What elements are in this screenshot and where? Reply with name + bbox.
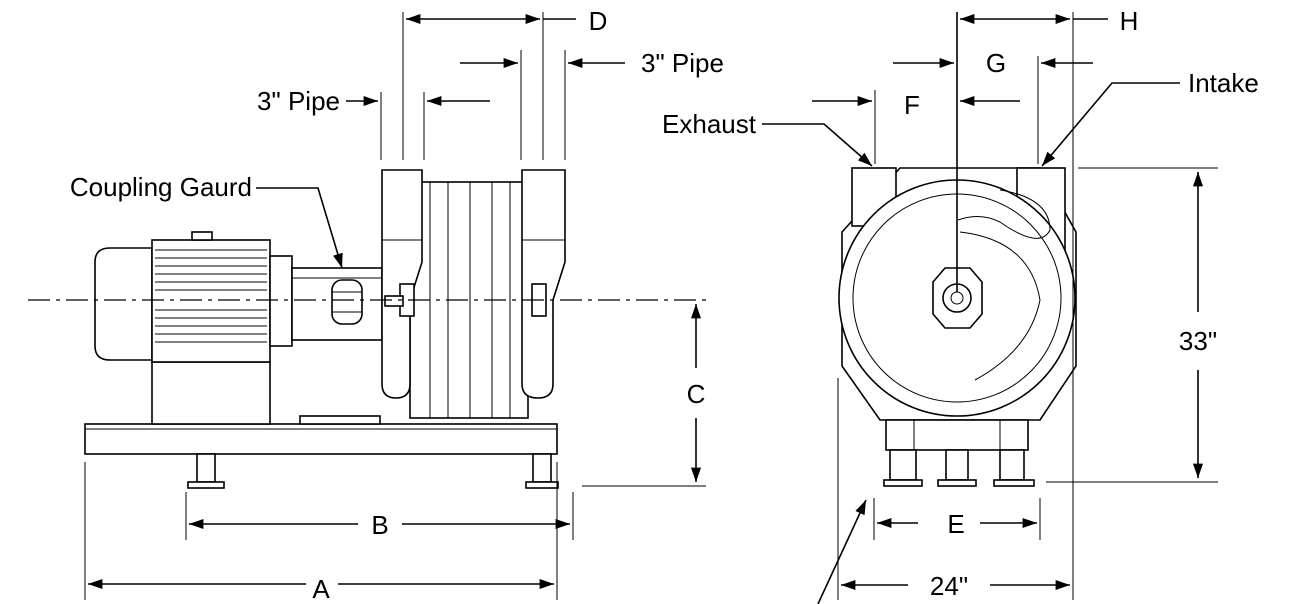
end-view: [838, 12, 1077, 487]
dim-a-label: A: [312, 574, 330, 604]
dim-e-label: E: [947, 509, 964, 539]
dim-b-label: B: [371, 510, 388, 540]
dimensions-side: [84, 12, 706, 600]
dim-f-label: F: [904, 90, 920, 120]
intake-label: Intake: [1188, 68, 1259, 98]
motor: [94, 231, 293, 425]
dim-d-label: D: [589, 6, 608, 36]
dim-h-label: H: [1120, 6, 1139, 36]
coupling-guard-label: Coupling Gaurd: [70, 172, 252, 202]
side-view: [28, 169, 706, 489]
dim-c-label: C: [687, 379, 706, 409]
pipe-left-label: 3" Pipe: [257, 86, 340, 116]
mounting-feet: [187, 453, 559, 489]
height-33-label: 33": [1179, 326, 1217, 356]
width-24-label: 24": [930, 571, 968, 601]
exhaust-label: Exhaust: [662, 109, 757, 139]
dim-g-label: G: [986, 48, 1006, 78]
blower-body: [381, 169, 566, 419]
pipe-right-label: 3" Pipe: [641, 48, 724, 78]
coupling-guard: [291, 267, 383, 425]
dimensions-end: [762, 12, 1218, 604]
labels: A B C D 3" Pipe 3" Pipe Coupling Gaurd E…: [70, 6, 1259, 604]
